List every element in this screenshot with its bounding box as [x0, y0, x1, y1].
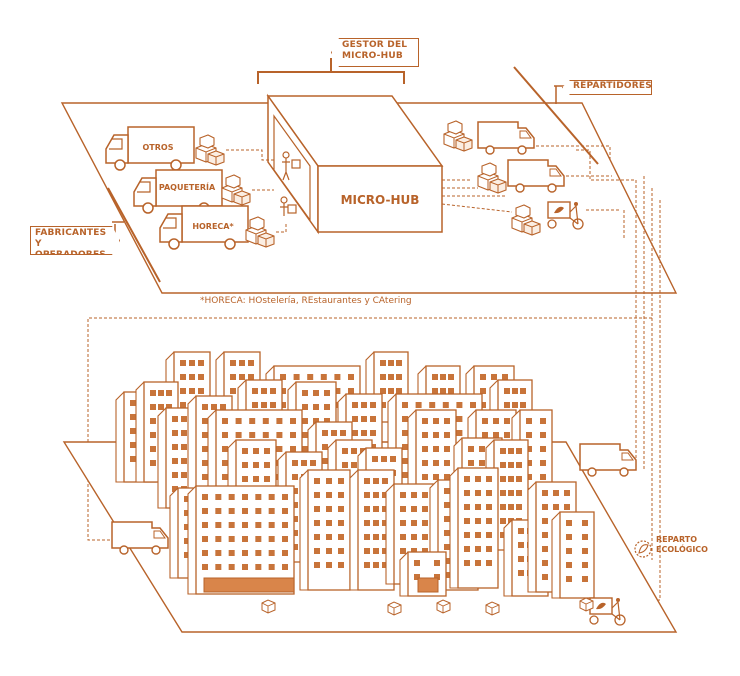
gestor-label-line2: MICRO-HUB [342, 51, 403, 61]
truck-paqueteria-label: PAQUETERÍA [159, 181, 216, 192]
building-door [203, 577, 295, 593]
flow-lines-right [441, 145, 620, 213]
fabricantes-label-box: FABRICANTES Y OPERADORES [30, 226, 120, 255]
worker-icon [280, 151, 301, 216]
building-icon [299, 469, 351, 591]
truck-icon: OTROS [105, 126, 195, 171]
gestor-label-line1: GESTOR DEL [342, 40, 408, 50]
truck-icon: PAQUETERÍA [133, 169, 223, 214]
van-icon [579, 443, 637, 477]
building-icon [187, 485, 295, 595]
micro-hub-label: MICRO-HUB [341, 193, 420, 207]
fabricantes-label-line1: FABRICANTES Y [35, 228, 107, 249]
gestor-label-box: GESTOR DEL MICRO-HUB [331, 38, 419, 67]
repartidores-label: REPARTIDORES [573, 81, 652, 91]
gestor-bracket [257, 58, 405, 84]
reparto-label-line1: REPARTO [656, 535, 697, 544]
micro-hub-building [266, 93, 444, 235]
building-door [417, 577, 439, 593]
building-icon [399, 551, 447, 597]
building-icon [551, 511, 595, 599]
fabricantes-bracket [107, 187, 161, 283]
truck-horeca-label: HORECA* [192, 222, 234, 231]
repartidores-bracket [513, 66, 599, 165]
leaf-icon [634, 540, 652, 558]
horeca-footnote: *HORECA: HOstelería, REstaurantes y CAte… [200, 296, 412, 306]
city-buildings [115, 351, 595, 599]
repartidores-label-box: REPARTIDORES [562, 80, 652, 95]
truck-icon: HORECA* [159, 205, 249, 250]
flow-lines-left [226, 149, 287, 233]
reparto-label-line2: ECOLÓGICO [656, 543, 708, 554]
truck-otros-label: OTROS [143, 143, 174, 152]
building-icon [449, 467, 499, 589]
